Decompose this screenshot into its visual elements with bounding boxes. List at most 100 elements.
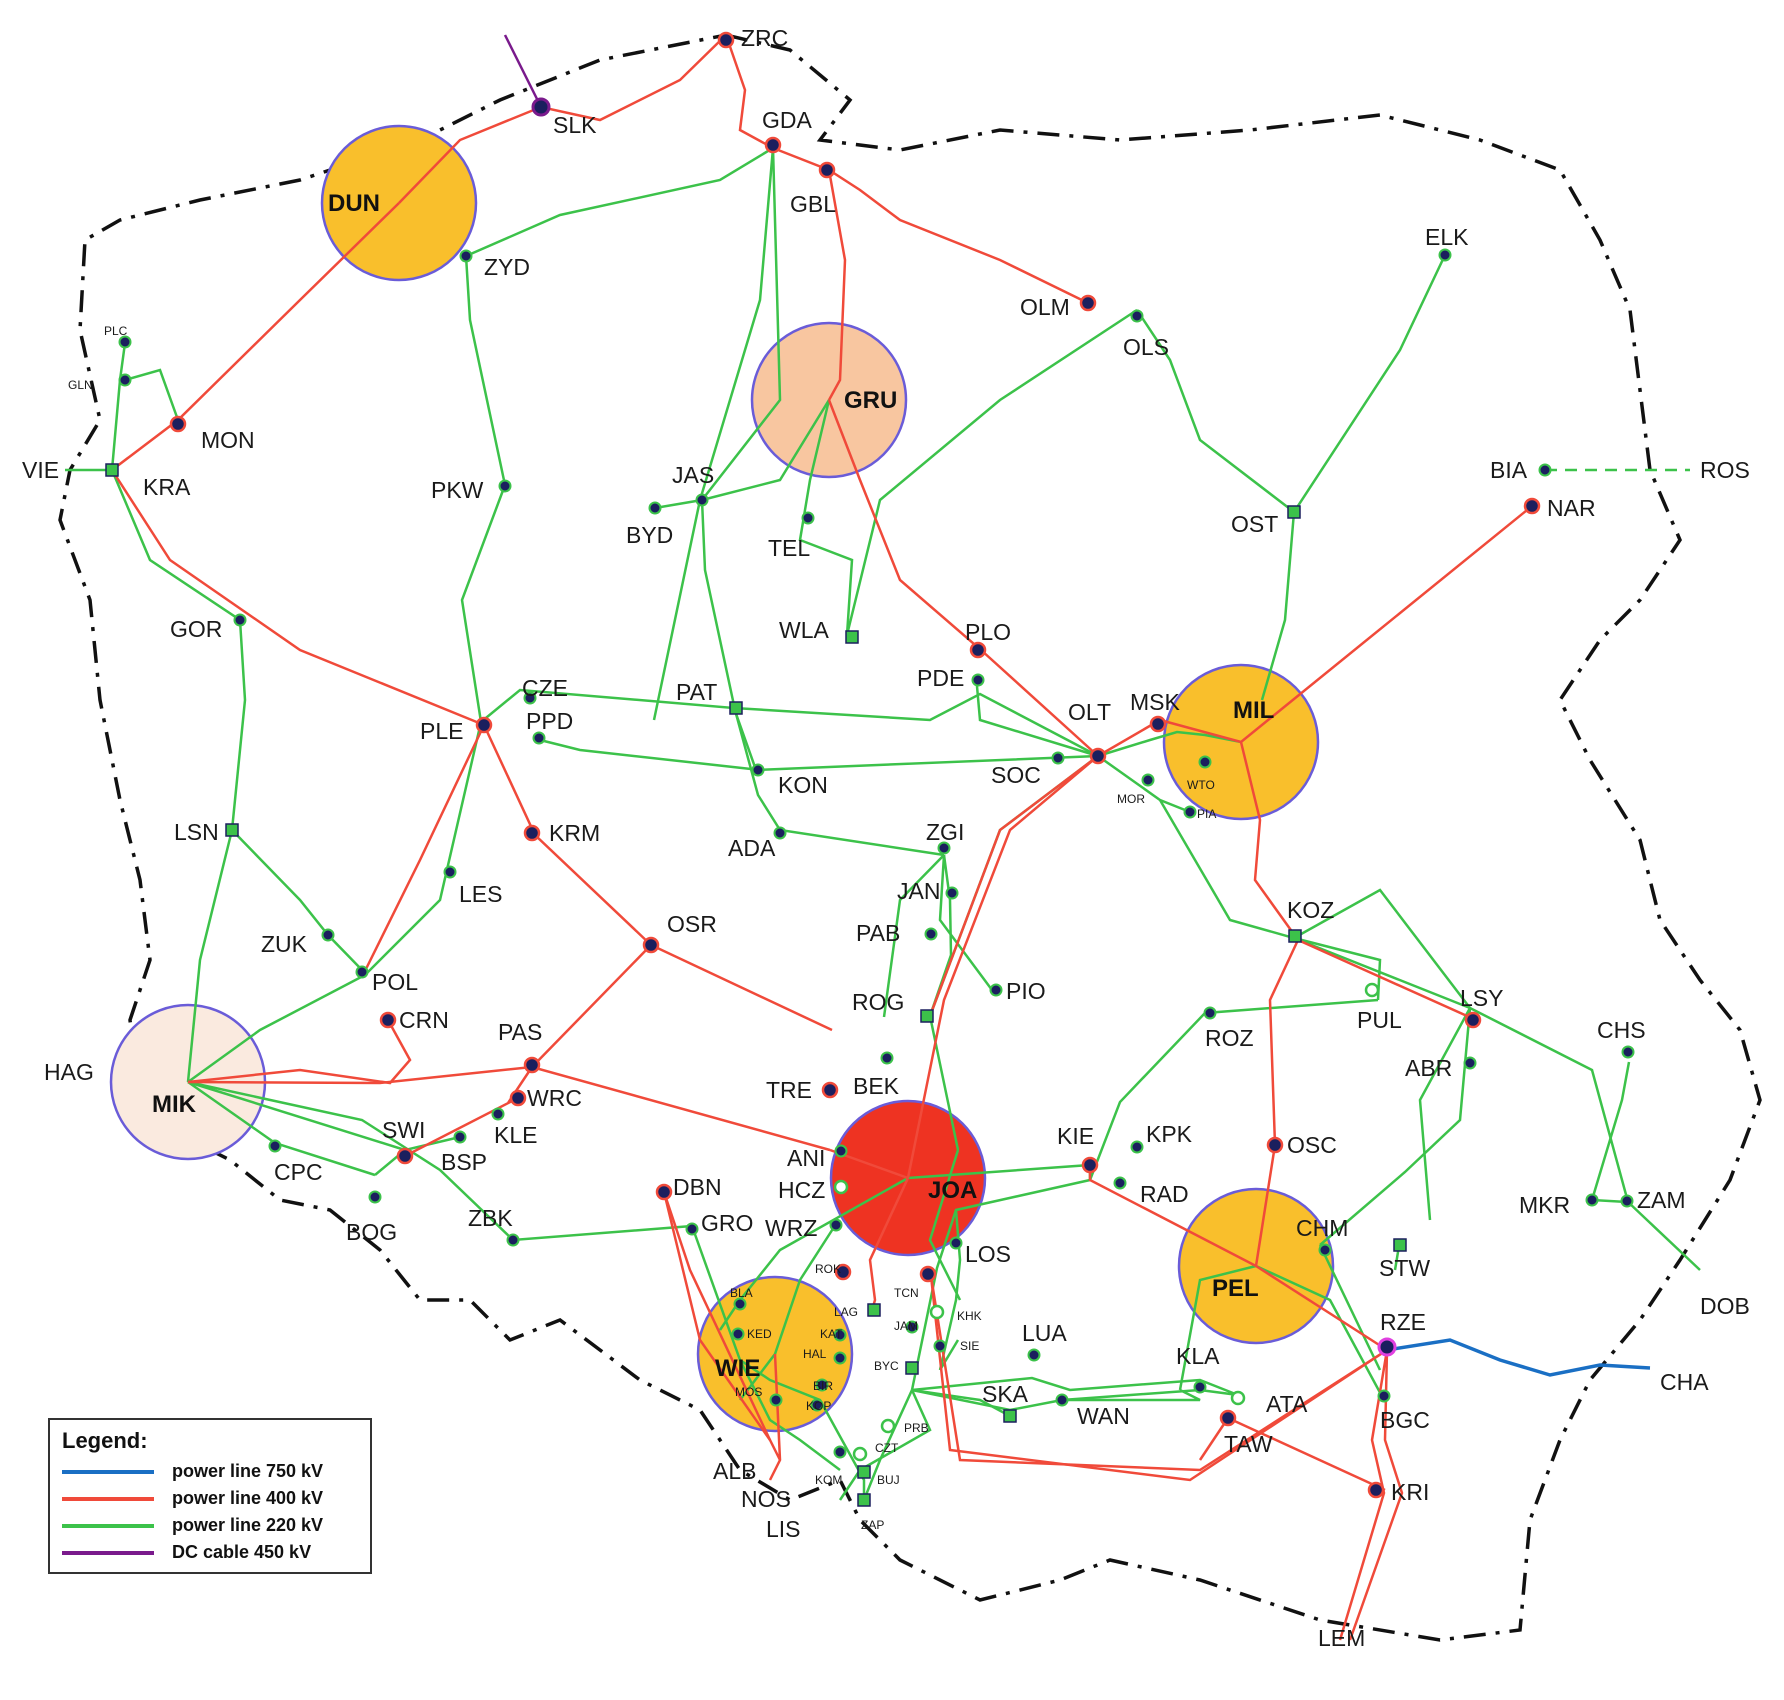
station-node-byd: [648, 501, 662, 515]
station-label-bek: BEK: [853, 1073, 900, 1099]
station-label-pat: PAT: [676, 679, 717, 705]
station-node-roz: [1203, 1006, 1217, 1020]
station-label-kop: KOP: [806, 1399, 831, 1413]
station-label-jam: JAM: [894, 1319, 918, 1333]
region-label-joa: JOA: [928, 1177, 977, 1204]
station-node-kri: [1367, 1481, 1385, 1499]
station-node-rad: [1113, 1176, 1127, 1190]
station-node-tel: [801, 511, 815, 525]
station-label-dob: DOB: [1700, 1293, 1750, 1319]
legend-label-220: power line 220 kV: [172, 1515, 324, 1535]
station-label-soc: SOC: [991, 762, 1041, 788]
station-node-swi: [396, 1147, 414, 1165]
station-node-rok: [834, 1263, 852, 1281]
station-node-wrz: [829, 1218, 843, 1232]
station-node-zap: [857, 1493, 871, 1507]
station-label-pio: PIO: [1006, 978, 1046, 1004]
station-label-dbn: DBN: [673, 1174, 722, 1200]
station-label-les: LES: [459, 881, 502, 907]
station-node-ada: [773, 826, 787, 840]
station-node-cpc: [268, 1139, 282, 1153]
station-label-zam: ZAM: [1637, 1187, 1686, 1213]
station-node-dbn: [655, 1183, 673, 1201]
station-node-msk: [1149, 715, 1167, 733]
station-node-zyd: [459, 249, 473, 263]
station-label-cpc: CPC: [274, 1159, 323, 1185]
station-node-los: [949, 1236, 963, 1250]
station-node-gbl: [818, 161, 836, 179]
station-node-tcn: [919, 1265, 937, 1283]
legend-label-750: power line 750 kV: [172, 1461, 324, 1481]
station-node-gro: [685, 1222, 699, 1236]
station-node-stw: [1393, 1238, 1407, 1252]
station-node-kra: [105, 463, 119, 477]
station-label-cha: CHA: [1660, 1369, 1709, 1395]
station-label-lua: LUA: [1022, 1320, 1067, 1346]
station-label-elk: ELK: [1425, 224, 1469, 250]
station-node-jan: [945, 886, 959, 900]
station-node-lsy: [1464, 1011, 1482, 1029]
station-label-zbk: ZBK: [468, 1205, 513, 1231]
station-label-osr: OSR: [667, 911, 717, 937]
station-node-chs: [1621, 1045, 1635, 1059]
station-node-wan: [1055, 1393, 1069, 1407]
legend-swatch-750: [62, 1469, 154, 1474]
station-label-plo: PLO: [965, 619, 1011, 645]
station-label-gbl: GBL: [790, 191, 836, 217]
station-label-tel: TEL: [768, 535, 810, 561]
legend-label-dc: DC cable 450 kV: [172, 1542, 312, 1562]
station-node-cze: [523, 691, 537, 705]
station-node-jam: [905, 1320, 919, 1334]
station-node-ple: [475, 716, 493, 734]
station-node-pio: [989, 983, 1003, 997]
station-node-bgc: [1377, 1389, 1391, 1403]
station-node-wto: [1198, 755, 1212, 769]
station-label-kon: KON: [778, 772, 828, 798]
station-label-mon: MON: [201, 427, 255, 453]
station-node-zrc: [717, 31, 735, 49]
station-node-ska: [1003, 1409, 1017, 1423]
station-label-taw: TAW: [1224, 1431, 1273, 1457]
station-node-pul: [1364, 982, 1380, 998]
station-node-wla: [845, 630, 859, 644]
station-markers: [105, 31, 1635, 1507]
station-label-tcn: TCN: [894, 1286, 919, 1300]
station-label-mkr: MKR: [1519, 1192, 1570, 1218]
station-label-lsn: LSN: [174, 819, 219, 845]
station-label-tre: TRE: [766, 1077, 812, 1103]
station-label-wrc: WRC: [527, 1085, 582, 1111]
station-node-abr: [1463, 1056, 1477, 1070]
station-node-pde: [971, 673, 985, 687]
station-label-alb: ALB: [713, 1458, 756, 1484]
station-label-rok: ROK: [815, 1262, 841, 1276]
station-label-sie: SIE: [960, 1339, 979, 1353]
station-node-mor: [1141, 773, 1155, 787]
region-label-dun: DUN: [328, 190, 380, 217]
station-node-bla: [733, 1297, 747, 1311]
station-node-mon: [169, 415, 187, 433]
station-node-pab: [924, 927, 938, 941]
station-node-pat: [729, 701, 743, 715]
station-label-ska: SKA: [982, 1381, 1029, 1407]
station-label-mos: MOS: [735, 1385, 762, 1399]
station-label-zrc: ZRC: [741, 25, 788, 51]
station-node-prb: [880, 1418, 896, 1434]
station-node-czt: [852, 1446, 868, 1462]
station-node-zbk: [506, 1233, 520, 1247]
station-node-sie: [933, 1339, 947, 1353]
station-node-gln: [118, 373, 132, 387]
station-node-chm: [1318, 1243, 1332, 1257]
station-label-kle: KLE: [494, 1122, 537, 1148]
station-label-wla: WLA: [779, 617, 830, 643]
station-node-rog: [920, 1009, 934, 1023]
legend-swatch-220: [62, 1523, 154, 1528]
station-label-rze: RZE: [1380, 1309, 1426, 1335]
station-label-wan: WAN: [1077, 1403, 1130, 1429]
station-node-lsn: [225, 823, 239, 837]
station-node-bir: [815, 1378, 829, 1392]
station-label-gor: GOR: [170, 616, 222, 642]
station-node-kop: [810, 1398, 824, 1412]
station-label-pol: POL: [372, 969, 418, 995]
station-label-kom: KOM: [815, 1473, 842, 1487]
station-node-olt: [1089, 747, 1107, 765]
